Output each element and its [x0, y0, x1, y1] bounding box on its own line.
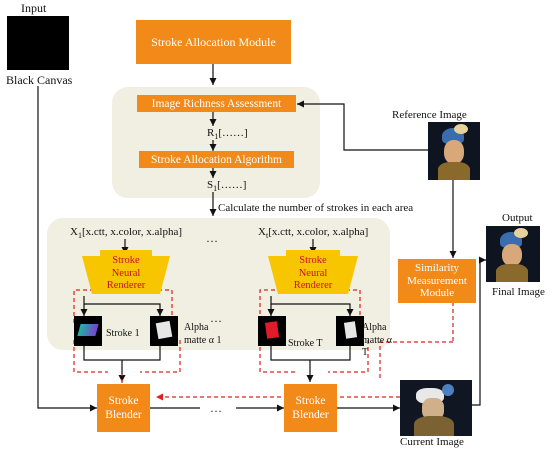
ellipsis-bottom: … [210, 401, 222, 415]
stroke-allocation-module: Stroke Allocation Module [136, 20, 291, 64]
stroke-t-thumbnail [258, 316, 286, 346]
current-image [400, 380, 472, 436]
black-canvas-image [7, 16, 69, 70]
current-image-caption: Current Image [400, 436, 464, 448]
r1-label: R1[……] [207, 127, 248, 142]
left-renderer-label: Stroke Neural Renderer [106, 255, 146, 292]
reference-image [428, 122, 480, 180]
output-label: Output [502, 212, 533, 224]
x1-label: X1[x.ctt, x.color, x.alpha] [70, 226, 183, 241]
stroke-1-thumbnail [74, 316, 102, 346]
alpha-1-label: Alpha matte α 1 [184, 322, 222, 346]
s1-label: S1[……] [207, 179, 247, 194]
stroke-1-label: Stroke 1 [106, 328, 140, 339]
stroke-t-label: Stroke T [288, 338, 323, 349]
stroke-allocation-algorithm-box: Stroke Allocation Algorithm [139, 151, 294, 168]
final-image [486, 226, 540, 282]
similarity-module: Similarity Measurement Module [398, 259, 476, 303]
ellipsis-top: … [206, 231, 218, 245]
alpha-t-label: Alpha matte α T [362, 322, 392, 358]
image-richness-box: Image Richness Assessment [137, 95, 296, 112]
alpha-1-thumbnail [150, 316, 178, 346]
reference-label: Reference Image [392, 109, 467, 121]
right-stroke-blender: Stroke Blender [284, 384, 337, 432]
left-renderer-shape [82, 250, 170, 294]
ellipsis-mid: … [210, 311, 222, 325]
input-label: Input [21, 1, 47, 15]
calculate-text: Calculate the number of strokes in each … [218, 202, 414, 214]
right-renderer-label: Stroke Neural Renderer [293, 255, 333, 292]
alpha-t-thumbnail [336, 316, 364, 346]
black-canvas-caption: Black Canvas [6, 73, 73, 87]
left-stroke-blender: Stroke Blender [97, 384, 150, 432]
right-renderer-shape [268, 250, 358, 294]
final-image-caption: Final Image [492, 286, 545, 298]
xt-label: Xt[x.ctt, x.color, x.alpha] [258, 226, 369, 241]
